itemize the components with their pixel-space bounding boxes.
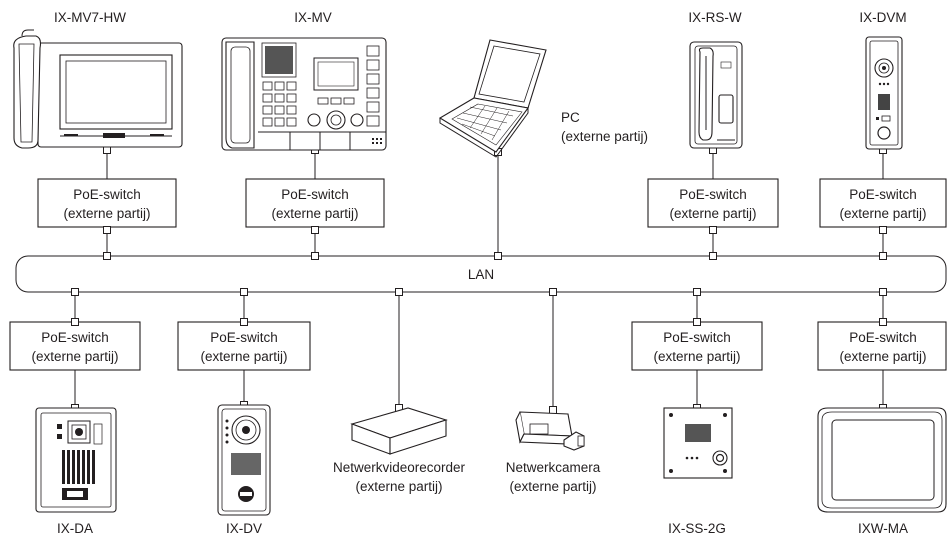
speaker-grille xyxy=(261,42,297,78)
ixwma-device: IXW-MA xyxy=(817,407,947,536)
poe-switch-ixwma: PoE-switch (externe partij) xyxy=(817,321,947,371)
ixrsw-label: IX-RS-W xyxy=(688,10,742,25)
svg-text:PoE-switch: PoE-switch xyxy=(73,187,141,202)
ixda-device: IX-DA xyxy=(35,407,117,536)
camera-label: Netwerkcamera xyxy=(506,460,601,475)
poe-switch-ixdv: PoE-switch (externe partij) xyxy=(177,321,311,371)
connector-node xyxy=(693,318,701,326)
svg-text:(externe partij): (externe partij) xyxy=(271,206,358,221)
ixrsw-device: IX-RS-W xyxy=(688,10,743,149)
poe-switch-ixmv7hw: PoE-switch (externe partij) xyxy=(37,178,177,228)
camera-device: Netwerkcamera (externe partij) xyxy=(506,411,601,494)
connector-node xyxy=(494,252,502,260)
svg-text:PoE-switch: PoE-switch xyxy=(679,187,747,202)
connector-node xyxy=(693,288,701,296)
lan-bus xyxy=(15,255,947,293)
connector-node xyxy=(240,318,248,326)
svg-text:PoE-switch: PoE-switch xyxy=(210,330,278,345)
svg-text:PoE-switch: PoE-switch xyxy=(41,330,109,345)
svg-text:PoE-switch: PoE-switch xyxy=(281,187,349,202)
ixdvm-device: IX-DVM xyxy=(859,10,907,150)
poe-switch-ixss2g: PoE-switch (externe partij) xyxy=(631,321,763,371)
svg-text:(externe partij): (externe partij) xyxy=(200,349,287,364)
nvr-device: Netwerkvideorecorder (externe partij) xyxy=(333,407,466,494)
ixdvm-label: IX-DVM xyxy=(859,10,906,25)
connector-node xyxy=(103,252,111,260)
connector-node xyxy=(103,226,111,234)
ixdv-label: IX-DV xyxy=(226,521,262,536)
ixdv-device: IX-DV xyxy=(217,404,271,536)
camera-sublabel: (externe partij) xyxy=(509,479,596,494)
connector-node xyxy=(311,252,319,260)
svg-text:(externe partij): (externe partij) xyxy=(653,349,740,364)
nvr-label: Netwerkvideorecorder xyxy=(333,460,466,475)
connector-node xyxy=(395,288,403,296)
svg-text:(externe partij): (externe partij) xyxy=(669,206,756,221)
connector-node xyxy=(240,288,248,296)
connector-node xyxy=(879,318,887,326)
poe-switch-ixmv: PoE-switch (externe partij) xyxy=(245,178,385,228)
connector-node xyxy=(71,288,79,296)
connector-node xyxy=(709,252,717,260)
svg-text:(externe partij): (externe partij) xyxy=(31,349,118,364)
svg-text:PoE-switch: PoE-switch xyxy=(849,330,917,345)
svg-text:(externe partij): (externe partij) xyxy=(839,349,926,364)
connector-node xyxy=(879,226,887,234)
connection-lines xyxy=(74,150,884,410)
pc-sublabel: (externe partij) xyxy=(561,129,648,144)
lan-label: LAN xyxy=(468,267,494,282)
ixmv-label: IX-MV xyxy=(294,10,332,25)
poe-switch-ixdvm: PoE-switch (externe partij) xyxy=(819,178,947,228)
connector-node xyxy=(311,226,319,234)
ixda-label: IX-DA xyxy=(57,521,93,536)
connector-node xyxy=(549,288,557,296)
ixss2g-label: IX-SS-2G xyxy=(668,521,726,536)
ixmv7hw-device: IX-MV7-HW xyxy=(13,10,183,149)
connector-node xyxy=(879,288,887,296)
pc-label: PC xyxy=(561,110,580,125)
nvr-sublabel: (externe partij) xyxy=(355,479,442,494)
connector-node xyxy=(709,226,717,234)
ixmv7hw-label: IX-MV7-HW xyxy=(54,10,126,25)
connector-node xyxy=(71,318,79,326)
ixss2g-device: IX-SS-2G xyxy=(663,407,733,536)
pc-device: PC (externe partij) xyxy=(438,39,648,158)
ixwma-label: IXW-MA xyxy=(858,521,908,536)
svg-text:PoE-switch: PoE-switch xyxy=(663,330,731,345)
poe-switch-ixrsw: PoE-switch (externe partij) xyxy=(647,178,779,228)
svg-text:PoE-switch: PoE-switch xyxy=(849,187,917,202)
svg-text:(externe partij): (externe partij) xyxy=(839,206,926,221)
svg-text:(externe partij): (externe partij) xyxy=(63,206,150,221)
connector-node xyxy=(879,252,887,260)
poe-switch-ixda: PoE-switch (externe partij) xyxy=(9,321,141,371)
connector-node xyxy=(549,406,557,414)
ixmv-device: IX-MV xyxy=(221,10,387,151)
